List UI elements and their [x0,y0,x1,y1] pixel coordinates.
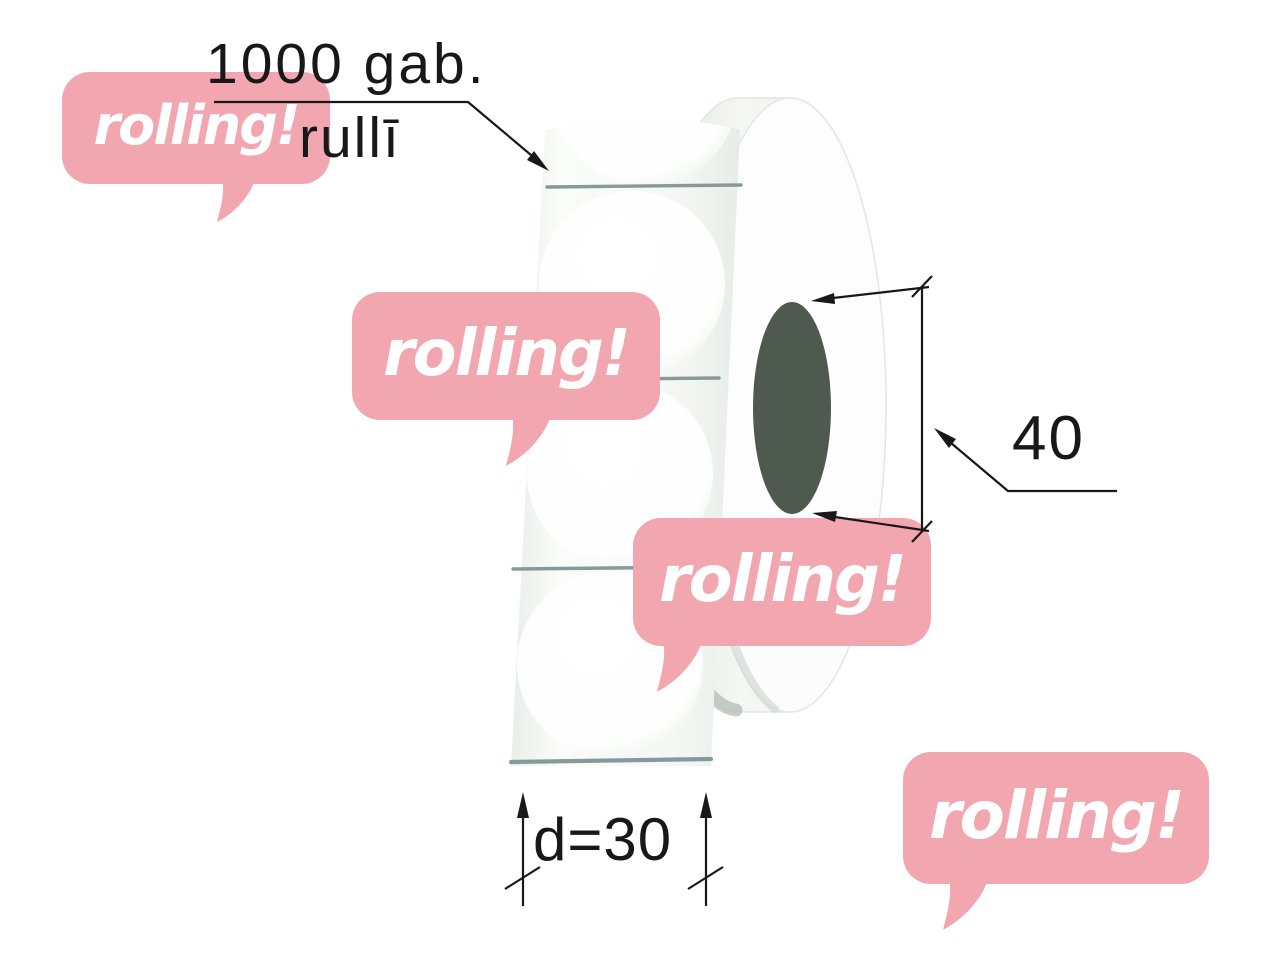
rolling-watermark-center-left: rolling! [352,292,660,466]
round-label [553,118,737,187]
watermark-text: rolling! [928,777,1185,854]
speech-tail-icon [217,178,257,223]
quantity-text-line1: 1000 gab. [206,32,487,96]
watermark-text: rolling! [93,94,301,157]
speech-tail-icon [656,640,703,692]
core-dimension-lines [811,275,1117,543]
label-diameter-value: d=30 [533,806,673,873]
label-diameter-lines [504,792,724,906]
rolling-watermark-center-bottom: rolling! [633,518,931,692]
speech-tail-icon [506,414,552,466]
quantity-leader-line [214,100,549,171]
roll-core-hole [753,302,831,514]
rolling-watermark-bottom-right: rolling! [903,752,1209,930]
quantity-text-line2: rullī [299,106,401,170]
core-diameter-value: 40 [1012,404,1085,473]
rolling-watermark-top-left: rolling! [62,72,330,223]
watermark-text: rolling! [659,543,907,617]
speech-tail-icon [942,878,989,930]
watermark-text: rolling! [383,317,631,391]
